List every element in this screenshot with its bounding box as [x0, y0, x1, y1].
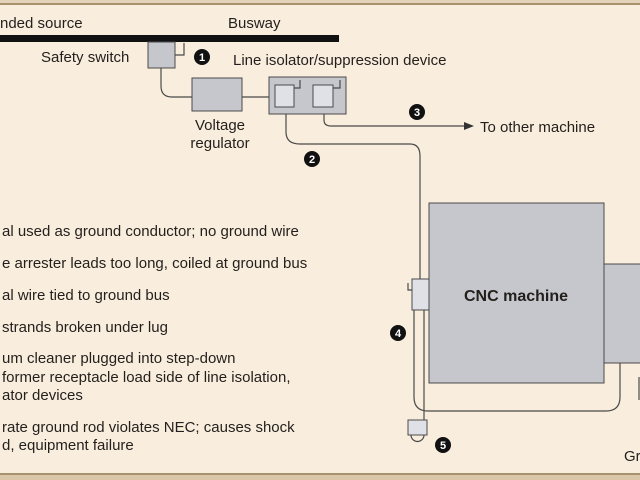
- ground-loop-wire: [413, 310, 621, 412]
- wire-to-cnc-machine: [285, 114, 421, 279]
- switch-to-regulator-wire: [160, 68, 192, 98]
- bottom-border: [0, 473, 640, 480]
- problem-list: al used as ground conductor; no ground w…: [2, 223, 307, 454]
- machine-side-cabinet: [603, 263, 640, 364]
- svg-text:5: 5: [440, 440, 446, 452]
- busway-label: Busway: [228, 15, 281, 32]
- problem-5-line-1: um cleaner plugged into step-down: [2, 350, 235, 367]
- isolator-module-2: [312, 84, 334, 108]
- badge-4: 4: [390, 325, 406, 341]
- badge-2: 2: [304, 151, 320, 167]
- problem-3: al wire tied to ground bus: [2, 287, 170, 304]
- bottom-border-line: [0, 473, 640, 475]
- arrow-icon: [464, 122, 474, 130]
- disconnect-tab: [407, 283, 412, 291]
- safety-switch: [147, 41, 176, 69]
- problem-2: e arrester leads too long, coiled at gro…: [2, 255, 307, 272]
- svg-text:1: 1: [199, 52, 205, 64]
- problem-6-line-1: rate ground rod violates NEC; causes sho…: [2, 419, 295, 436]
- safety-switch-ground-tab: [175, 43, 185, 56]
- voltage-regulator-label-2: regulator: [190, 135, 249, 152]
- cnc-machine-label: CNC machine: [464, 288, 568, 305]
- to-other-machine-label: To other machine: [480, 119, 595, 136]
- top-border: [0, 0, 640, 5]
- problem-1: al used as ground conductor; no ground w…: [2, 223, 299, 240]
- problem-6-line-2: d, equipment failure: [2, 437, 134, 454]
- svg-text:4: 4: [395, 328, 402, 340]
- badge-5: 5: [435, 437, 451, 453]
- isolator-tab-1: [294, 80, 301, 89]
- ground-rod: [407, 419, 428, 436]
- voltage-regulator: [191, 77, 243, 112]
- problem-4: strands broken under lug: [2, 319, 168, 336]
- ground-rod-tip: [410, 434, 425, 443]
- badge-1: 1: [194, 49, 210, 65]
- problem-5-line-3: ator devices: [2, 387, 83, 404]
- busway-bar: [0, 35, 339, 42]
- problem-5-line-2: former receptacle load side of line isol…: [2, 369, 291, 386]
- svg-text:2: 2: [309, 154, 315, 166]
- voltage-regulator-label-1: Voltage: [195, 117, 245, 134]
- line-isolator-label: Line isolator/suppression device: [233, 52, 446, 69]
- badge-3: 3: [409, 104, 425, 120]
- source-label: nded source: [0, 15, 83, 32]
- cnc-machine: [428, 202, 605, 384]
- machine-disconnect-box: [411, 278, 430, 311]
- svg-text:3: 3: [414, 107, 420, 119]
- ground-label-partial: Gr: [624, 448, 640, 465]
- wire-to-other-machine: [323, 114, 466, 127]
- top-border-line: [0, 3, 640, 5]
- safety-switch-label: Safety switch: [41, 49, 129, 66]
- isolator-tab-2: [333, 80, 341, 89]
- isolator-module-1: [274, 84, 295, 108]
